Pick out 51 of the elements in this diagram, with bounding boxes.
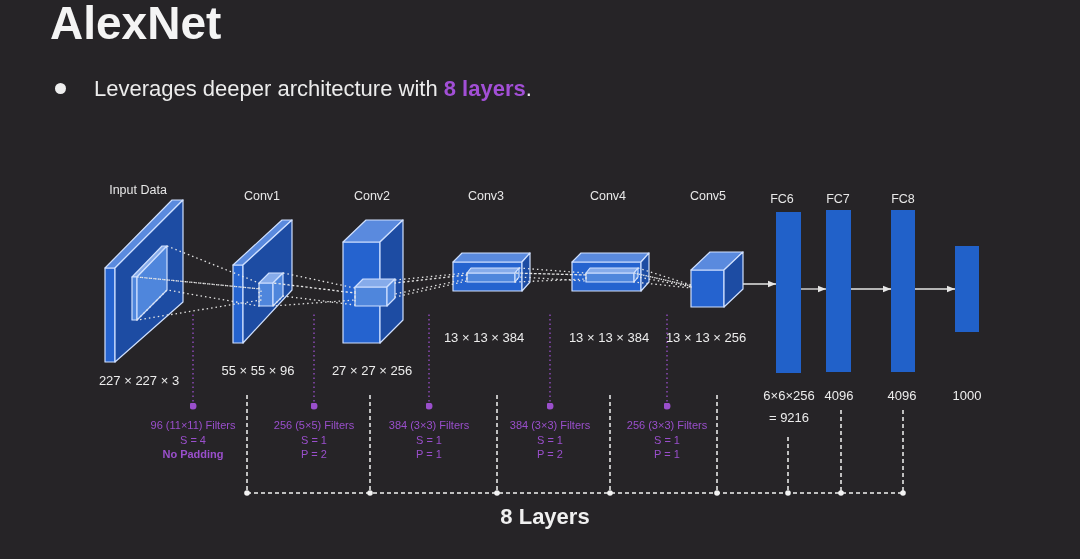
dimension-label: 6×6×256 = 9216 (762, 387, 816, 427)
layer-label: Conv1 (243, 188, 281, 204)
layer-label: Conv4 (589, 188, 627, 204)
filter-spec-text: S = 4 (180, 433, 206, 447)
filter-spec-text: S = 1 (416, 433, 442, 447)
bullet-text: Leverages deeper architecture with 8 layers. (94, 76, 532, 102)
filter-spec-text: No Padding (162, 447, 224, 461)
dimension-label: 4096 (824, 388, 854, 404)
dimension-label: 4096 (887, 388, 917, 404)
filter-spec-text: 384 (3×3) Filters (388, 418, 470, 432)
arrow (800, 285, 827, 293)
layer-label: Conv5 (689, 188, 727, 204)
dimension-label: 13 × 13 × 384 (568, 330, 650, 346)
filter-spec-text: 96 (11×11) Filters (150, 418, 236, 432)
filter-spec-text: P = 2 (537, 447, 563, 461)
filter-spec-text: 256 (3×3) Filters (626, 418, 708, 432)
filter-spec-text: S = 1 (537, 433, 563, 447)
title: AlexNet (50, 0, 222, 48)
filter-spec-text: P = 1 (654, 447, 680, 461)
dimension-label: 13 × 13 × 384 (443, 330, 525, 346)
layer-label: Conv3 (467, 188, 505, 204)
filter-spec-text: S = 1 (301, 433, 327, 447)
arrow (914, 285, 956, 293)
arrow (742, 280, 777, 288)
leader-line (189, 313, 197, 410)
dotted-projection-lines (272, 272, 356, 307)
filter-spec-text: 256 (5×5) Filters (273, 418, 355, 432)
dotted-projection-lines (514, 267, 587, 283)
layer-label: Conv2 (353, 188, 391, 204)
layer-label: Input Data (109, 182, 167, 198)
layer-label: FC6 (770, 191, 794, 207)
filter-spec-text: P = 1 (416, 447, 442, 461)
filter-spec-text: 384 (3×3) Filters (509, 418, 591, 432)
dimension-label: 13 × 13 × 256 (665, 330, 747, 346)
layer-label: FC7 (826, 191, 850, 207)
bracket-label: 8 Layers (500, 504, 590, 530)
leader-line (546, 313, 554, 410)
dotted-projection-lines (633, 267, 692, 289)
leader-line (425, 313, 433, 410)
leader-line (663, 313, 671, 410)
layer-label: FC8 (891, 191, 915, 207)
dotted-projection-lines (394, 272, 468, 298)
dimension-label: 227 × 227 × 3 (98, 373, 180, 389)
leader-line (310, 313, 318, 410)
arrow (850, 285, 892, 293)
dimension-label: 27 × 27 × 256 (331, 363, 413, 379)
filter-spec-text: S = 1 (654, 433, 680, 447)
dotted-projection-lines (136, 245, 262, 321)
dimension-label: 55 × 55 × 96 (221, 363, 295, 379)
filter-spec-text: P = 2 (301, 447, 327, 461)
dimension-label: 1000 (952, 388, 982, 404)
